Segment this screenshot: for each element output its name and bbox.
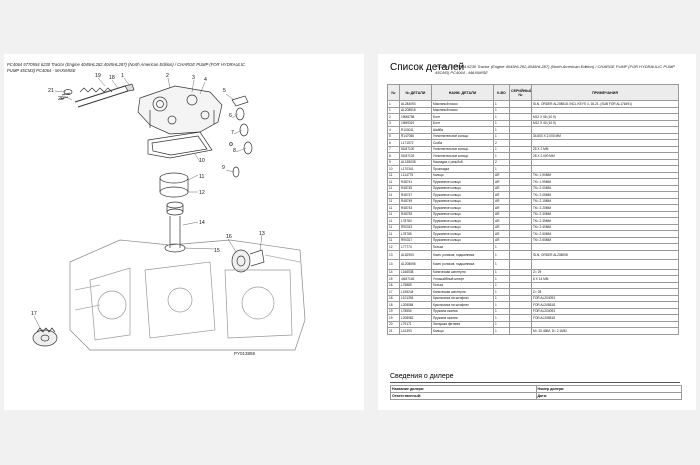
dealer-row: Ответственный: Дата: xyxy=(390,392,682,400)
svg-text:6: 6 xyxy=(229,113,232,119)
table-cell: M12 X 40 (10.9) xyxy=(531,119,679,127)
table-cell xyxy=(531,259,679,270)
table-cell: Комп. роликов, подшипника xyxy=(431,259,494,270)
table-cell: AL208098 xyxy=(399,259,432,270)
svg-text:20: 20 xyxy=(58,96,64,102)
figure-code: PY013859 xyxy=(234,351,256,356)
svg-text:7: 7 xyxy=(231,130,234,136)
svg-text:18: 18 xyxy=(109,75,115,81)
table-cell xyxy=(509,259,532,270)
table-cell: 13 xyxy=(387,249,400,260)
table-cell: 21 xyxy=(387,327,400,335)
table-cell: L41393 xyxy=(399,327,432,335)
svg-text:13: 13 xyxy=(259,231,265,237)
dealer-divider xyxy=(390,382,680,383)
table-cell: Кольцо xyxy=(431,327,494,335)
table-cell: SLN, ORDER AL208518, INCL KEYS 4, 18-21,… xyxy=(531,100,679,108)
svg-text:8: 8 xyxy=(233,148,236,154)
col-part-name: НАИМ. ДЕТАЛИ xyxy=(431,84,494,101)
table-cell xyxy=(509,327,532,335)
table-cell: 1 xyxy=(493,259,510,270)
table-cell: M= 15.4MM, D= 2.1MM xyxy=(531,327,679,335)
col-no: № xyxy=(387,84,400,101)
col-serial: СЕРИЙНЫЙ № xyxy=(509,84,532,101)
svg-text:5: 5 xyxy=(223,88,226,94)
svg-text:15: 15 xyxy=(214,248,220,254)
dealer-row: Название дилера: Номер дилера: xyxy=(390,385,682,393)
col-qty: К-ВО xyxy=(493,84,510,101)
table-cell: 1 xyxy=(493,327,510,335)
table-cell: Комп. роликов, подшипника xyxy=(431,249,494,260)
svg-text:2: 2 xyxy=(166,73,169,79)
svg-text:21: 21 xyxy=(48,88,54,94)
svg-text:3: 3 xyxy=(192,75,195,81)
parts-list-title: Список деталей xyxy=(390,62,465,73)
parts-list-subtitle: PC4064 5770554 6230 Tractor (Engine 4045… xyxy=(435,64,675,75)
table-cell: SLN, ORDER AL208098 xyxy=(531,249,679,260)
dealer-info-title: Сведения о дилере xyxy=(390,373,454,380)
svg-text:19: 19 xyxy=(95,73,101,79)
table-cell xyxy=(509,249,532,260)
svg-text:14: 14 xyxy=(199,220,205,226)
dealer-table: Название дилера: Номер дилера: Ответстве… xyxy=(390,385,682,400)
parts-table-header: № № ДЕТАЛИ НАИМ. ДЕТАЛИ К-ВО СЕРИЙНЫЙ № … xyxy=(387,84,679,101)
svg-text:4: 4 xyxy=(204,77,207,83)
svg-text:10: 10 xyxy=(199,158,205,164)
table-cell: 1 xyxy=(493,249,510,260)
table-cell: 13 xyxy=(387,259,400,270)
table-cell: M12 X 55 (10.9) xyxy=(531,113,679,121)
svg-text:1: 1 xyxy=(121,73,124,79)
diagram-caption: PC4064 5770554 6230 Tractor (Engine 4045… xyxy=(7,62,245,73)
col-part-number: № ДЕТАЛИ xyxy=(399,84,432,101)
parts-table: № № ДЕТАЛИ НАИМ. ДЕТАЛИ К-ВО СЕРИЙНЫЙ № … xyxy=(387,84,679,335)
dealer-contact-label: Ответственный: xyxy=(390,392,537,400)
svg-text:17: 17 xyxy=(31,311,37,317)
svg-text:16: 16 xyxy=(226,234,232,240)
dealer-date-label: Дата: xyxy=(535,392,682,400)
table-cell xyxy=(531,106,679,114)
svg-text:9: 9 xyxy=(222,165,225,171)
svg-text:11: 11 xyxy=(199,174,204,180)
dealer-number-label: Номер дилера: xyxy=(535,385,682,393)
col-notes: ПРИМЕЧАНИЯ xyxy=(531,84,679,101)
dealer-name-label: Название дилера: xyxy=(390,385,537,393)
table-cell: AL82903 xyxy=(399,249,432,260)
svg-text:12: 12 xyxy=(199,190,205,196)
